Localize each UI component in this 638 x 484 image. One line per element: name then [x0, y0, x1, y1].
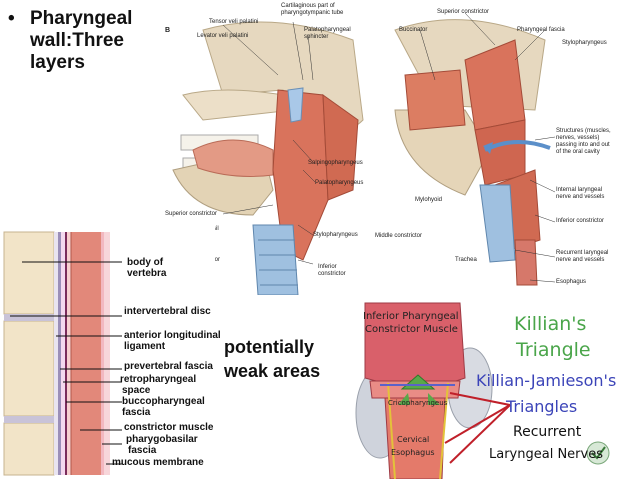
label-recurrent-laryngeal-1: Recurrent laryngeal — [556, 250, 609, 256]
label-laryngeal-nerves: Laryngeal Nerves — [489, 447, 603, 462]
label-prevertebral-fascia: prevertebral fascia — [124, 361, 213, 372]
label-structures-2: nerves, vessels) — [556, 135, 600, 141]
label-palatopharyngeal-sphincter-2: sphincter — [304, 34, 329, 40]
label-pharyngeal-fascia: Pharyngeal fascia — [517, 27, 565, 33]
label-sil: sil — [213, 226, 219, 232]
label-superior-constrictor-a: Superior constrictor — [165, 211, 218, 217]
label-salpingopharyngeus: Salpingopharyngeus — [308, 160, 363, 166]
label-retropharyngeal-1: retropharyngeal — [120, 374, 197, 385]
label-inferior-a-2: constrictor — [318, 271, 346, 277]
label-internal-laryngeal-2: nerve and vessels — [556, 194, 605, 200]
weak-areas-caption: potentially weak areas — [224, 335, 320, 383]
label-tensor-veli: Tensor veli palatini — [209, 19, 259, 25]
bullet-marker: • — [8, 8, 15, 29]
label-middle-constrictor: Middle constrictor — [375, 233, 423, 239]
label-cervical: Cervical — [397, 435, 430, 444]
killian-drawing — [350, 293, 638, 480]
label-inferior-a-1: Inferior — [318, 264, 337, 270]
label-constrictor-muscle: constrictor muscle — [124, 422, 214, 433]
label-inferior-pharyngeal-1: Inferior Pharyngeal — [363, 311, 459, 322]
label-buccopharyngeal-1: buccopharyngeal — [122, 396, 205, 407]
label-esophagus: Esophagus — [556, 279, 587, 285]
label-triangle: Triangle — [516, 339, 591, 361]
label-structures-4: of the oral cavity — [556, 149, 600, 155]
weak-areas-line-2: weak areas — [224, 361, 321, 381]
killian-triangle-illustration: Inferior Pharyngeal Constrictor Muscle C… — [350, 293, 638, 480]
label-anterior-longitudinal-2: ligament — [124, 341, 166, 352]
label-cricopharyngeus: Cricopharyngeus — [388, 399, 448, 407]
label-internal-laryngeal-1: Internal laryngeal — [556, 187, 603, 193]
label-inferior-constrictor-b: Inferior constrictor — [556, 218, 605, 224]
label-pharygobasilar-1: pharygobasilar — [126, 434, 198, 445]
label-killians: Killian's — [514, 313, 587, 335]
label-levator: Levator veli palatini — [197, 33, 249, 39]
lateral-drawing — [375, 0, 638, 295]
label-mylohyoid: Mylohyoid — [415, 197, 443, 203]
prevertebral-layers-diagram: body of vertebra intervertebral disc ant… — [0, 226, 221, 479]
label-esophagus-c: Esophagus — [391, 448, 435, 457]
title-line-1: Pharyngeal — [30, 8, 133, 29]
label-anterior-longitudinal-1: anterior longitudinal — [124, 330, 221, 341]
label-inferior-pharyngeal-2: Constrictor Muscle — [365, 324, 458, 335]
label-trachea: Trachea — [455, 257, 477, 263]
layers-drawing — [0, 226, 215, 479]
figure-letter: B — [165, 27, 171, 34]
label-killian-jamiesons: Killian-Jamieson's — [476, 371, 617, 390]
label-buccopharyngeal-2: fascia — [122, 407, 151, 418]
label-stylopharyngeus-a: Stylopharyngeus — [313, 232, 358, 238]
title-line-2: wall:Three — [30, 30, 124, 51]
label-triangles: Triangles — [506, 397, 578, 416]
label-pharyngotympanic: pharyngotympanic tube — [281, 10, 344, 16]
label-structures-1: Structures (muscles, — [556, 128, 611, 134]
weak-areas-line-1: potentially — [224, 337, 315, 357]
constrictors-lateral-illustration: Superior constrictor Buccinator Pharynge… — [375, 0, 638, 295]
label-cartilaginous: Cartilaginous part of — [281, 3, 335, 9]
label-superior-constrictor-b: Superior constrictor — [437, 9, 490, 15]
label-buccinator: Buccinator — [399, 27, 428, 33]
label-mucous-membrane: mucous membrane — [112, 457, 204, 468]
label-retropharyngeal-2: space — [122, 385, 151, 396]
label-stylopharyngeus-b: Stylopharyngeus — [562, 40, 607, 46]
label-intervertebral-disc: intervertebral disc — [124, 306, 211, 317]
label-pharygobasilar-2: fascia — [128, 445, 157, 456]
label-body-of-vertebra-2: vertebra — [127, 268, 167, 279]
title-line-3: layers — [30, 52, 85, 73]
label-palatopharyngeal-sphincter-1: Palatopharyngeal — [304, 27, 351, 33]
label-body-of-vertebra-1: body of — [127, 257, 164, 268]
label-tor: tor — [213, 257, 221, 263]
label-palatopharyngeus: Palatopharyngeus — [315, 180, 364, 186]
label-recurrent: Recurrent — [513, 424, 582, 440]
label-recurrent-laryngeal-2: nerve and vessels — [556, 257, 605, 263]
label-structures-3: passing into and out — [556, 142, 610, 148]
